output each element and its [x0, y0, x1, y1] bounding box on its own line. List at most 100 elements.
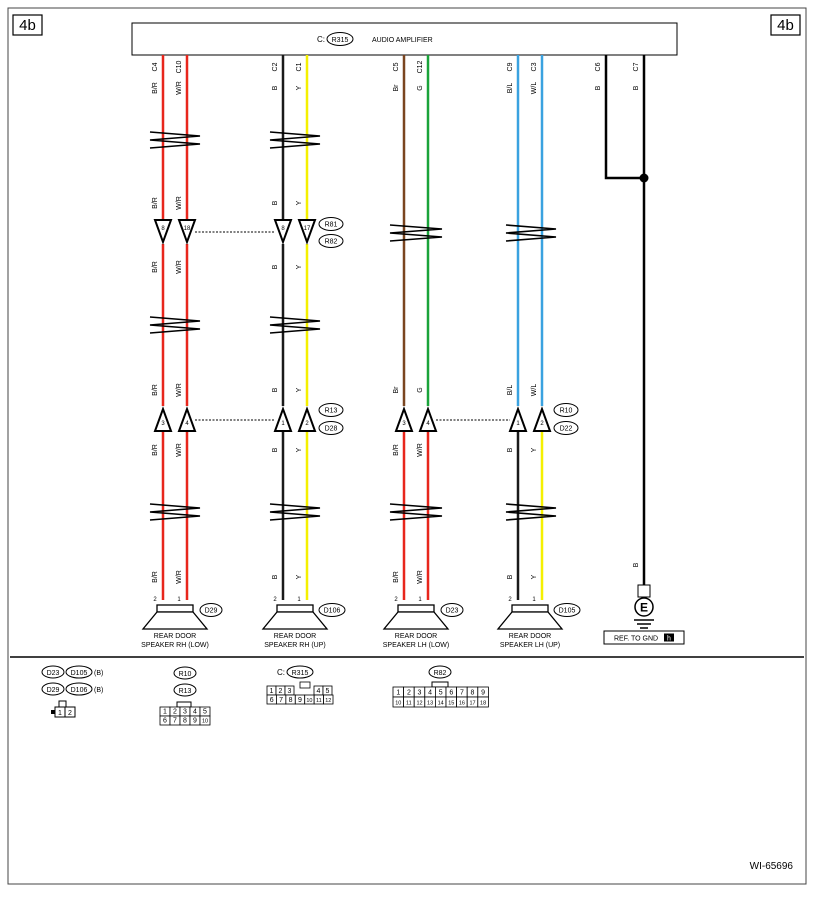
conn-row1-pin-3-pin: 8: [281, 226, 285, 232]
shield-rh-up-3: [269, 503, 321, 521]
wire-label-w6-d: G: [417, 387, 424, 392]
wire-label-w3-e: B: [272, 447, 279, 452]
legend-r10-pin-4: 4: [193, 709, 197, 716]
wire-label-w2-pin: C10: [176, 60, 183, 73]
conn-r82: R82: [325, 239, 338, 246]
conn-row2-pin-5: [394, 406, 414, 432]
legend-r82-pin-2: 2: [407, 690, 411, 697]
legend-r82-pin-18: 18: [480, 701, 486, 707]
speaker-label1-4: REAR DOOR: [509, 633, 551, 640]
wire-label-w2-b: W/R: [176, 196, 183, 210]
conn-row2-pin-1-pin: 3: [161, 421, 165, 427]
speaker-label2-3: SPEAKER LH (LOW): [383, 642, 450, 649]
wire-label-w5-f: B/R: [393, 571, 400, 583]
legend-r10-tab: [176, 701, 192, 708]
wire-label-w4-f: Y: [296, 574, 303, 579]
speaker-cone-4: [496, 611, 564, 630]
legend-r315-prefix: C:: [277, 668, 285, 677]
legend-oval-r315: [286, 665, 314, 679]
conn-r10-oval: [553, 403, 579, 417]
page-tag-right: 4b: [777, 17, 794, 34]
wire-label-w7-pin: C9: [507, 62, 514, 71]
wire-label-w1-e: B/R: [152, 444, 159, 456]
legend-r10-pin-8: 8: [183, 718, 187, 725]
legend-oval-d106: [65, 682, 93, 696]
speaker-connector-3: D23: [446, 608, 459, 615]
ref-to-gnd-text: REF. TO GND: [614, 636, 658, 643]
wire-label-w5-a: Br: [393, 84, 400, 92]
conn-row2-pin-6-pin: 4: [426, 421, 430, 427]
wire-label-w6-e: W/R: [417, 443, 424, 457]
conn-row1-pin-4: [297, 219, 317, 245]
legend-r315-top-pin-5: 4: [317, 688, 321, 695]
speaker-pin-w1: 2: [153, 597, 157, 603]
legend-d105: D105: [71, 670, 88, 677]
conn-row2-pin-7: [508, 406, 528, 432]
legend-r315-bot-cell-7: [323, 694, 334, 705]
legend-r82-pin-7: 7: [460, 690, 464, 697]
wire-label-w3-a: B: [272, 85, 279, 90]
legend-r315-bot-pin-3: 8: [289, 697, 293, 704]
wire-label-w3-pin: C2: [272, 62, 279, 71]
wire-label-w9-a: B: [595, 85, 602, 90]
wire-label-w4-c: Y: [296, 264, 303, 269]
legend-r315-top-pin-1: 1: [270, 688, 274, 695]
legend-r82-cell-18: [477, 696, 489, 708]
wire-label-w2-a: W/R: [176, 81, 183, 95]
conn-row2-pin-2: [177, 406, 197, 432]
legend-spk-tab: [58, 700, 67, 708]
legend-r82-pin-4: 4: [428, 690, 432, 697]
wire-label-w2-e: W/R: [176, 443, 183, 457]
wire-label-w3-c: B: [272, 264, 279, 269]
wire-label-w2-d: W/R: [176, 383, 183, 397]
conn-row2-pin-6: [418, 406, 438, 432]
wire-label-w4-e: Y: [296, 447, 303, 452]
wire-label-w8-f: Y: [531, 574, 538, 579]
shield-rh-low-1: [149, 131, 201, 149]
speaker-magnet-3: [397, 604, 435, 613]
legend-speaker-connectors: D23 D105 (B) D29 D106 (B) 1 2: [41, 665, 103, 718]
conn-row2-pin-4-pin: 2: [305, 421, 309, 427]
wire-label-w7-a: B/L: [507, 83, 514, 94]
shield-rh-low-3: [149, 503, 201, 521]
wire-c6-ground: [604, 55, 644, 180]
wire-label-w1-a: B/R: [152, 82, 159, 94]
legend-r82-pin-14: 14: [438, 701, 444, 707]
legend-r82-pin-8: 8: [471, 690, 475, 697]
conn-row2-pin-1: [153, 406, 173, 432]
speaker-label1-3: REAR DOOR: [395, 633, 437, 640]
speaker-label2-2: SPEAKER RH (UP): [264, 642, 325, 649]
wire-label-w5-pin: C5: [393, 62, 400, 71]
wire-label-w2-c: W/R: [176, 260, 183, 274]
legend-r82-pin-12: 12: [416, 701, 422, 707]
speaker-connector-2: D106: [324, 608, 341, 615]
ref-to-gnd-code-box: [664, 633, 674, 642]
legend-r82-pin-5: 5: [439, 690, 443, 697]
conn-row2-pin-3-pin: 1: [281, 421, 285, 427]
speaker-cone-2: [261, 611, 329, 630]
speaker-label1-2: REAR DOOR: [274, 633, 316, 640]
conn-row1-pin-4-pin: 17: [304, 226, 311, 232]
speaker-pin-w3: 2: [273, 597, 277, 603]
legend-oval-d105: [65, 665, 93, 679]
footer-id: WI-65696: [750, 861, 794, 872]
conn-r13: R13: [325, 408, 338, 415]
legend-r82-pin-10: 10: [395, 701, 401, 707]
wire-label-w1-c: B/R: [152, 261, 159, 273]
shield-rh-up-1: [269, 131, 321, 149]
legend-r82-pin-11: 11: [406, 701, 412, 707]
conn-r82-oval: [318, 234, 344, 248]
amplifier-name: AUDIO AMPLIFIER: [372, 37, 433, 44]
legend-r82-pin-13: 13: [427, 701, 433, 707]
wire-label-w4-pin: C1: [296, 62, 303, 71]
wire-label-w1-d: B/R: [152, 384, 159, 396]
conn-row2-pin-3: [273, 406, 293, 432]
wire-label-w1-b: B/R: [152, 197, 159, 209]
legend-d106-suffix: (B): [94, 687, 103, 694]
legend-r10-pin-10: 10: [202, 719, 208, 725]
legend-r13: R13: [179, 688, 192, 695]
